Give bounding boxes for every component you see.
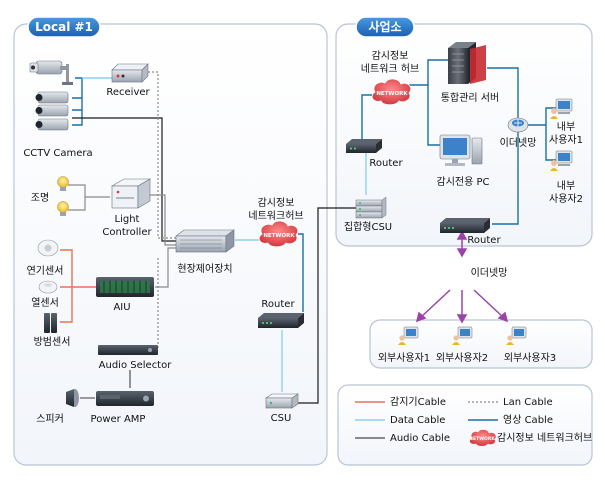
- local-csu-device: [265, 393, 299, 409]
- monitor-pc-label: 감시전용 PC: [437, 176, 490, 188]
- integrated-server-device: [448, 42, 486, 84]
- speaker-device: [66, 389, 79, 407]
- local-network-hub-icon: NETWORK: [258, 220, 299, 248]
- cctv-camera-box-2: [35, 104, 69, 117]
- office-title: 사업소: [368, 19, 401, 34]
- cctv-camera-box-3: [35, 118, 69, 131]
- cable-office-hub-server: [408, 59, 448, 86]
- smoke-sensor-device: [37, 239, 59, 257]
- external-user-2-label: 외부사용자2: [436, 352, 488, 364]
- heat-sensor-device: [38, 280, 58, 294]
- local-hub-label-1: 감시정보: [258, 197, 295, 209]
- cable-sensors: [60, 249, 96, 323]
- field-controller-device: [175, 229, 235, 253]
- external-user-1-device: [398, 326, 419, 345]
- cctv-camera-label: CCTV Camera: [23, 148, 92, 159]
- legend-network-badge: NETWORK: [469, 436, 495, 442]
- cable-camera-video: [72, 77, 83, 126]
- office-ethernet-label: 이더넷망: [500, 137, 537, 149]
- cable-camera-to-controller: [72, 117, 176, 242]
- office-network-badge: NETWORK: [376, 91, 408, 97]
- aggregate-csu-label: 집합형CSU: [344, 221, 392, 233]
- light-bulb-2: [57, 201, 69, 216]
- external-user-3-label: 외부사용자3: [504, 352, 556, 364]
- office-header: 사업소: [355, 16, 415, 38]
- light-controller-label-2: Controller: [102, 227, 152, 238]
- light-controller-label-1: Light: [115, 214, 140, 225]
- lighting-label: 조명: [31, 192, 49, 204]
- heat-sensor-label: 열센서: [31, 297, 59, 309]
- external-ethernet-label: 이더넷망: [471, 267, 508, 279]
- light-controller-device: [110, 178, 152, 209]
- aggregate-csu-device: [355, 196, 387, 219]
- legend-audio-cable: Audio Cable: [390, 433, 450, 444]
- receiver-device: [111, 63, 149, 83]
- external-users-box: [369, 319, 593, 369]
- power-amp-device: [96, 391, 154, 406]
- office-hub-label-2: 네트워크 허브: [361, 62, 419, 75]
- office-router-bottom-device: [440, 218, 490, 233]
- internal-user-1-label-a: 내부: [557, 121, 575, 133]
- local-csu-label: CSU: [271, 413, 292, 424]
- external-user-1-label: 외부사용자1: [378, 352, 430, 364]
- security-sensor-label: 방범센서: [34, 336, 71, 348]
- cable-csu-uplink: [297, 207, 356, 404]
- office-router-top-label: Router: [369, 158, 403, 169]
- aiu-label: AIU: [113, 302, 130, 313]
- light-bulb-1: [57, 176, 69, 191]
- legend-video-cable: 영상 Cable: [503, 414, 553, 426]
- audio-selector-label: Audio Selector: [99, 360, 173, 371]
- local-hub-label-2: 네트워크허브: [248, 209, 303, 222]
- audio-selector-device: [98, 345, 158, 355]
- cable-office-hub-router: [361, 94, 375, 140]
- receiver-label: Receiver: [106, 87, 150, 98]
- internal-user-2-label-b: 사용자2: [549, 193, 583, 205]
- external-arrows: [415, 230, 509, 324]
- internal-user-1-device: [550, 98, 573, 119]
- office-router-top-device: [346, 139, 382, 153]
- cable-light-controller: [150, 194, 176, 246]
- smoke-sensor-label: 연기센서: [27, 265, 64, 277]
- legend-lan-cable: Lan Cable: [503, 397, 553, 408]
- cable-aiu-controller: [155, 247, 176, 288]
- cable-audio: [80, 370, 131, 399]
- external-user-2-device: [452, 326, 473, 345]
- cable-lighting: [68, 184, 110, 211]
- monitor-pc-device: [439, 134, 483, 166]
- cable-office-eth-router: [492, 132, 519, 225]
- integrated-server-label: 통합관리 서버: [441, 92, 499, 104]
- legend-network-hub: 감시정보 네트워크허브: [497, 431, 592, 444]
- legend-network-icon: NETWORK: [469, 429, 497, 447]
- cable-office-eth-users: [528, 107, 556, 161]
- internal-user-1-label-b: 사용자1: [549, 134, 583, 146]
- internal-user-2-label-a: 내부: [557, 180, 575, 192]
- local-router-device: [258, 313, 304, 328]
- legend-box: [337, 384, 593, 466]
- local-header: Local #1: [27, 16, 101, 38]
- local-title: Local #1: [35, 20, 93, 34]
- cable-hub-router: [298, 233, 304, 312]
- power-amp-label: Power AMP: [91, 414, 146, 425]
- cable-receiver-lan: [148, 71, 176, 239]
- legend-data-cable: Data Cable: [390, 415, 445, 426]
- legend-sensor-cable: 감지기Cable: [390, 396, 446, 408]
- speaker-label: 스피커: [36, 413, 64, 425]
- external-user-3-device: [506, 326, 527, 345]
- office-hub-label-1: 감시정보: [372, 50, 409, 62]
- office-ethernet-icon: [507, 117, 529, 133]
- cable-office-hub-pc: [427, 85, 440, 146]
- internal-user-2-device: [550, 150, 573, 171]
- field-controller-label: 현장제어장치: [177, 263, 232, 275]
- legend: 감지기Cable Lan Cable Data Cable 영상 Cable A…: [355, 396, 592, 447]
- office-router-bottom-label: Router: [467, 235, 501, 246]
- local-router-label: Router: [261, 299, 295, 310]
- local-network-badge: NETWORK: [263, 233, 295, 239]
- office-network-hub-icon: NETWORK: [371, 78, 412, 106]
- aiu-device: [96, 277, 154, 297]
- cable-office-server-eth: [487, 67, 519, 118]
- cctv-camera-ptz: [29, 60, 73, 85]
- cctv-camera-box-1: [35, 91, 69, 104]
- security-sensor-device: [44, 313, 57, 333]
